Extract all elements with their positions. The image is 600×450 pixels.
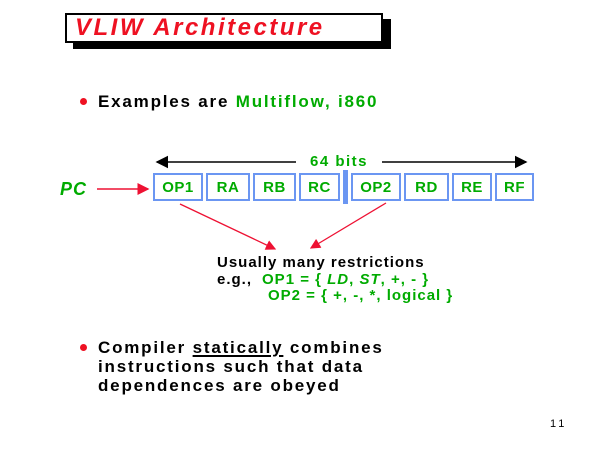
op1-set-ld: LD: [327, 270, 350, 288]
bullet-examples-text: Examples are Multiflow, i860: [98, 92, 378, 111]
word-half-divider: [343, 170, 348, 204]
field-cell-rc: RC: [299, 173, 340, 201]
compiler-line3: dependences are obeyed: [98, 376, 341, 395]
compiler-line1-underlined: statically: [192, 338, 284, 357]
slide-title: VLIW Architecture: [75, 14, 325, 41]
restrictions-line2: e.g., OP1 = { LD, ST, +, - }: [217, 270, 453, 289]
bullet-compiler: Compiler statically combines instruction…: [80, 338, 520, 395]
bits-label: 64 bits: [296, 153, 382, 170]
instruction-word: OP1 RA RB RC OP2 RD RE RF: [153, 170, 534, 204]
compiler-line1: Compiler statically combines: [98, 338, 384, 357]
examples-highlight: Multiflow, i860: [235, 92, 379, 111]
bullet-icon: [80, 98, 87, 105]
restrictions-line1: Usually many restrictions: [217, 254, 425, 271]
restrictions-block: Usually many restrictions e.g., OP1 = { …: [217, 254, 454, 305]
field-cell-re: RE: [452, 173, 492, 201]
op1-set-st: ST: [359, 270, 381, 288]
compiler-line1-pre: Compiler: [98, 338, 193, 357]
op2-restriction-arrow: [309, 202, 387, 249]
bullet-icon: [80, 344, 87, 351]
compiler-line1-post: combines: [283, 338, 384, 357]
examples-prefix: Examples are: [98, 92, 236, 111]
bullet-examples: Examples are Multiflow, i860: [80, 92, 378, 111]
op1-restriction-arrow: [179, 203, 277, 250]
field-cell-op1: OP1: [153, 173, 203, 201]
eg-label: e.g.,: [217, 270, 253, 288]
op1-set-prefix: OP1 = {: [262, 270, 328, 288]
field-cell-op2: OP2: [351, 173, 401, 201]
field-cell-rf: RF: [495, 173, 534, 201]
page-number: 11: [550, 418, 568, 430]
op1-set-suffix: , +, - }: [380, 270, 430, 288]
compiler-line2: instructions such that data: [98, 357, 364, 376]
field-cell-ra: RA: [206, 173, 250, 201]
op1-set: OP1 = { LD, ST, +, - }: [262, 270, 430, 289]
field-cell-rb: RB: [253, 173, 296, 201]
bullet-compiler-text: Compiler statically combines instruction…: [98, 338, 384, 395]
slide-title-box: VLIW Architecture: [65, 13, 383, 43]
op1-set-comma: ,: [349, 270, 360, 288]
pc-label: PC: [60, 179, 88, 199]
field-cell-rd: RD: [404, 173, 449, 201]
op2-set: OP2 = { +, -, *, logical }: [268, 287, 454, 304]
